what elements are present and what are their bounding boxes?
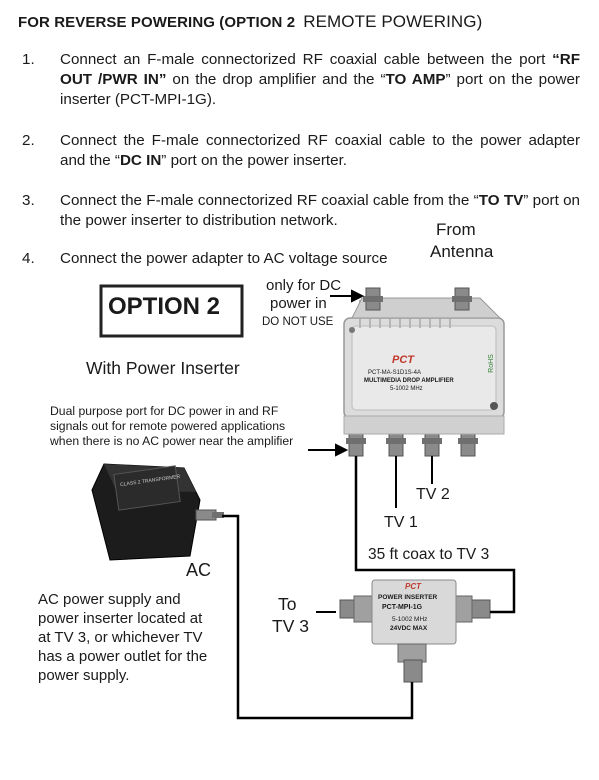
- do-not-use-label: DO NOT USE: [262, 316, 334, 328]
- amp-brand: PCT: [392, 354, 414, 366]
- ac-note-line: power inserter located at: [38, 610, 203, 627]
- pi-volt: 24VDC MAX: [390, 625, 428, 632]
- ac-note-line: AC power supply and: [38, 591, 181, 608]
- to-tv3-label-2: TV 3: [272, 616, 309, 636]
- step-1: 1. Connect an F-male connectorized RF co…: [22, 50, 582, 114]
- drop-amplifier: [343, 287, 505, 457]
- step-2: 2. Connect the F-male connectorized RF c…: [22, 131, 582, 175]
- step-3: 3. Connect the F-male connectorized RF c…: [22, 191, 582, 235]
- step-text: Connect an F-male connectorized RF coaxi…: [60, 51, 580, 108]
- pi-title: POWER INSERTER: [378, 594, 438, 601]
- page-title: FOR REVERSE POWERING (OPTION 2 REMOTE POW…: [18, 12, 482, 32]
- power-adapter: [91, 463, 224, 561]
- amp-desc: MULTIMEDIA DROP AMPLIFIER: [364, 378, 454, 384]
- title-regular: REMOTE POWERING): [303, 12, 483, 31]
- dual-purpose-note-3: when there is no AC power near the ampli…: [50, 434, 294, 448]
- title-bold: FOR REVERSE POWERING (OPTION 2: [18, 14, 296, 31]
- step-number: 3.: [22, 192, 35, 209]
- step-text: Connect the power adapter to AC voltage …: [60, 250, 388, 267]
- pi-freq: 5-1002 MHz: [392, 616, 428, 623]
- coax-tv3-label: 35 ft coax to TV 3: [366, 546, 492, 564]
- coax-cables: [222, 456, 516, 720]
- step-number: 4.: [22, 250, 35, 267]
- pi-brand: PCT: [405, 582, 421, 591]
- option-box: [99, 284, 244, 338]
- tv2-label: TV 2: [416, 486, 450, 503]
- ac-note-line: has a power outlet for the: [38, 648, 208, 665]
- step-number: 2.: [22, 132, 35, 149]
- with-power-inserter-label: With Power Inserter: [86, 358, 240, 378]
- to-tv3-label-1: To: [278, 594, 297, 614]
- from-antenna-label-1: From: [436, 220, 476, 239]
- dc-only-label-1: only for DC: [266, 277, 342, 294]
- dc-only-label-2: power in: [270, 295, 327, 312]
- step-number: 1.: [22, 51, 35, 68]
- option-label: OPTION 2: [108, 293, 221, 320]
- dual-purpose-note-2: signals out for remote powered applicati…: [50, 419, 286, 433]
- ac-note: AC power supply and power inserter locat…: [38, 590, 207, 685]
- step-4: 4. Connect the power adapter to AC volta…: [22, 249, 582, 271]
- amp-model: PCT-MA-S1D1S-4A: [368, 370, 422, 376]
- pi-model: PCT-MPI-1G: [382, 604, 423, 611]
- ac-note-line: power supply.: [38, 667, 130, 684]
- step-text: Connect the F-male connectorized RF coax…: [60, 132, 580, 169]
- amp-rohs: RoHS: [487, 354, 495, 373]
- amp-sub: 5-1002 MHz: [390, 386, 423, 392]
- from-antenna-label-2: Antenna: [430, 242, 494, 261]
- tv1-label: TV 1: [384, 514, 418, 531]
- power-inserter: [339, 579, 491, 683]
- step-text: Connect the F-male connectorized RF coax…: [60, 192, 581, 229]
- ac-note-line: at TV 3, or whichever TV: [38, 629, 203, 646]
- ac-label: AC: [186, 560, 212, 580]
- dual-purpose-note-1: Dual purpose port for DC power in and RF: [50, 404, 279, 418]
- pointer-arrows: [308, 289, 433, 613]
